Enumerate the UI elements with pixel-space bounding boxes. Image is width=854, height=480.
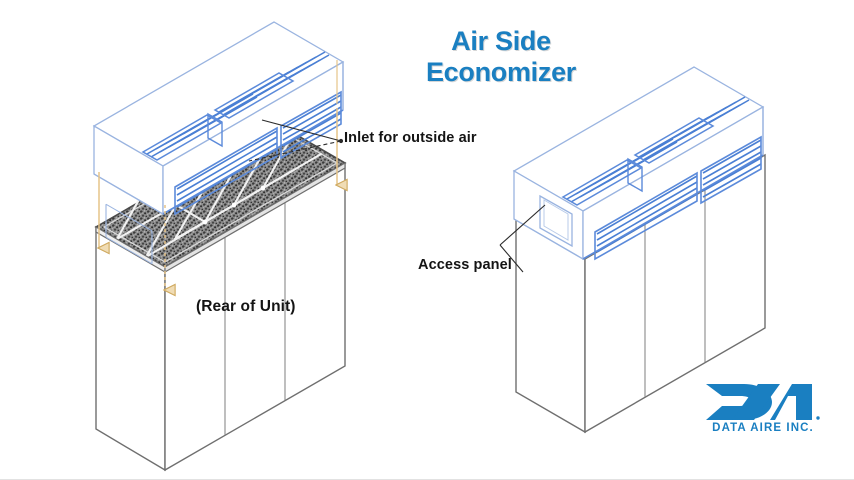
left-assembly-exploded: [92, 21, 346, 472]
da-monogram-icon: [706, 384, 820, 420]
inlet-leader-solid: [261, 119, 342, 142]
left-economizer-hood: [92, 21, 345, 264]
logo-wordmark: DATA AIRE INC.: [712, 422, 814, 434]
hood-top-louver-frame-right: [213, 72, 295, 119]
access-panel: [539, 194, 573, 248]
hood-access-panel: [105, 203, 153, 264]
callout-rear-of-unit: (Rear of Unit): [196, 298, 296, 315]
title-line-2: Economizer: [425, 57, 577, 87]
title-line-1: Air Side: [451, 26, 551, 56]
hood-front-louvers-left: [596, 175, 698, 253]
right-cabinet: [515, 153, 766, 434]
hood-top-louver-frame-left: [561, 159, 643, 206]
hood-bottom-lip: [582, 154, 764, 260]
inlet-leader-dashed: [248, 140, 342, 162]
callout-inlet-for-outside-air: Inlet for outside air: [344, 130, 477, 146]
access-leader-segment: [499, 204, 546, 246]
hood-top-louvers-right: [218, 51, 330, 116]
airflow-arrows: [99, 60, 337, 290]
access-panel-leader-line: [499, 204, 546, 273]
hood-front-louver-frame-right: [280, 90, 342, 160]
right-assembly-installed: [499, 66, 766, 434]
hood-front-louver-frame-right: [700, 135, 762, 205]
right-economizer-hood: [512, 66, 765, 261]
hood-top-louvers-right: [638, 96, 750, 161]
hood-bottom-lip: [162, 109, 344, 215]
data-aire-logo: DATA AIRE INC.: [700, 378, 826, 440]
hood-bottom-lip-left: [93, 173, 164, 215]
hood-front-louvers-right: [702, 139, 762, 198]
hood-top-louver-frame-left: [141, 114, 223, 161]
hood-front-louver-frame-left: [174, 126, 278, 216]
hood-top-louvers-left: [566, 138, 678, 203]
access-panel-inner: [543, 199, 569, 241]
hood-top-louvers-left: [146, 93, 258, 158]
hood-top-louver-divider: [627, 157, 643, 193]
inlet-leader-node: [338, 138, 344, 144]
hood-bottom-lip-left: [513, 218, 584, 260]
inlet-leader-lines: [248, 119, 344, 162]
page-title: Air Side Economizer: [386, 26, 616, 88]
hood-top-louver-frame-right: [633, 117, 715, 164]
hood-top-louver-divider: [207, 112, 223, 148]
filter-frame-edge: [164, 161, 346, 274]
access-leader-segment: [499, 244, 524, 273]
hood-front-louvers-left: [176, 130, 278, 208]
hood-front-louver-frame-left: [594, 171, 698, 261]
callout-access-panel: Access panel: [418, 257, 512, 273]
trademark-dot-icon: [816, 416, 820, 420]
